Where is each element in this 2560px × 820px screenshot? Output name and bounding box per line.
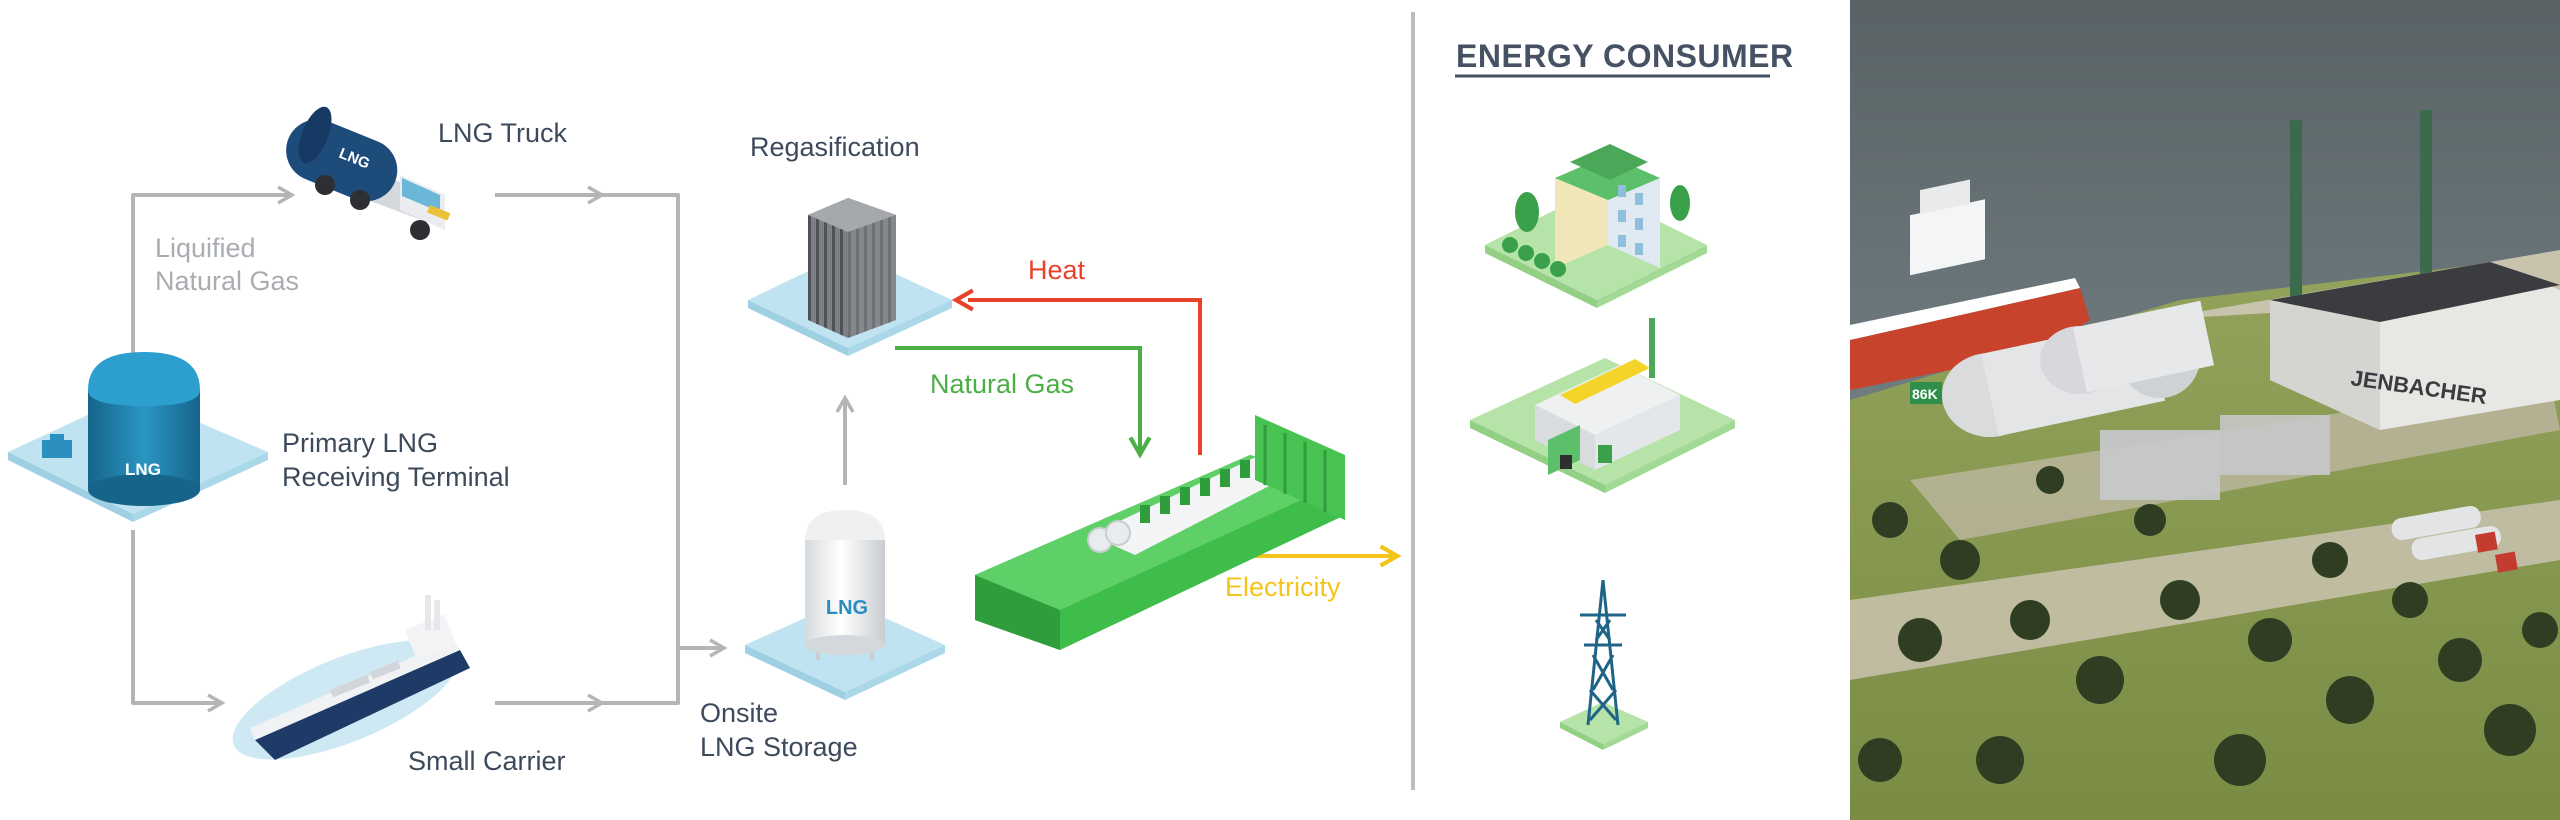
regasification-label: Regasification [750,132,920,162]
flow-collector [600,193,680,705]
heat-label: Heat [1028,255,1086,285]
gas-engine-genset [975,415,1345,650]
regasification-unit [748,198,952,356]
energy-consumer-title: ENERGY CONSUMER [1456,38,1794,74]
terminal-tank-label: LNG [125,460,161,479]
onsite-storage-label-line2: LNG Storage [700,732,858,762]
flow-terminal-to-carrier [131,530,226,713]
consumer-factory [1470,318,1735,493]
liquified-natural-gas-label: Natural Gas [155,266,300,296]
heat-arrow [951,288,1202,455]
primary-lng-terminal: LNG [8,352,268,522]
natural-gas-arrow [895,346,1152,459]
photo-vaporizers [2100,415,2330,500]
photo-power-plant: JENBACHER [2270,262,2560,430]
photo-chimney [2290,120,2302,300]
primary-terminal-label-line1: Primary LNG [282,428,439,458]
photo-lng-tanks: 86K [1910,300,2215,437]
onsite-storage-label-line1: Onsite [700,698,779,728]
lng-flow-diagram: LNG LNG [8,12,1770,790]
photo-chimney [2420,110,2432,280]
photo-palm-trees [1858,466,2558,786]
lng-truck: LNG [286,106,451,240]
flow-lines [131,185,855,713]
natural-gas-label: Natural Gas [930,369,1075,399]
storage-tank-label: LNG [826,597,868,619]
onsite-lng-storage: LNG [745,510,945,700]
consumer-building [1485,144,1707,308]
lng-truck-label: LNG Truck [438,118,568,148]
photo-tank-label: 86K [1912,386,1938,402]
primary-terminal-label-line2: Receiving Terminal [282,462,510,492]
small-carrier-label: Small Carrier [408,746,566,776]
small-carrier-ship [232,595,470,760]
photo-trucks [2391,505,2518,573]
site-rendering-photo: JENBACHER 86K [1850,0,2560,820]
photo-ship [1850,179,2090,390]
liquified-label: Liquified [155,233,256,263]
electricity-label: Electricity [1225,572,1341,602]
consumer-power-pylon [1560,579,1648,750]
flow-terminal-to-truck [131,185,296,360]
